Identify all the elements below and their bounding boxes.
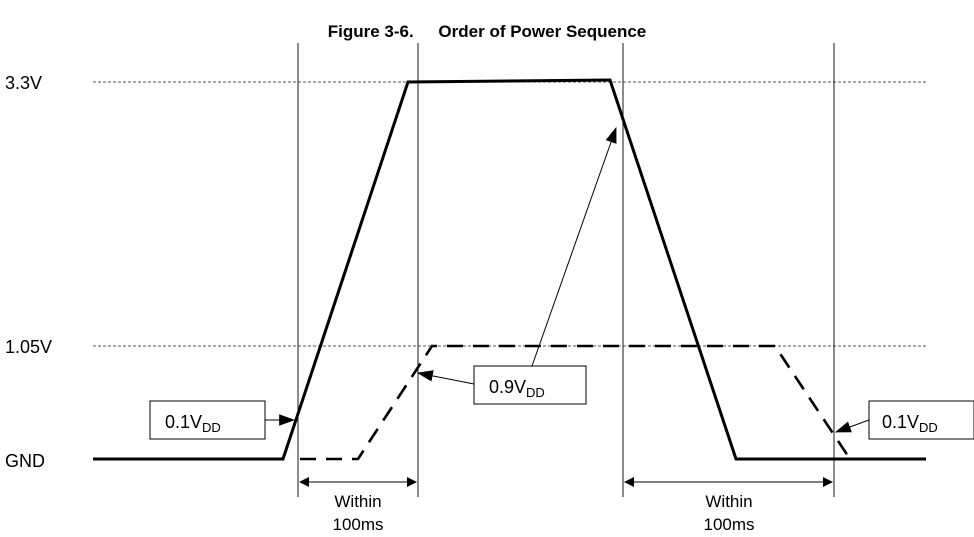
- callout-text-right: 0.1VDD: [882, 412, 938, 435]
- level-label-3v3: 3.3V: [5, 73, 42, 93]
- callout-arrow-middle-up: [531, 126, 617, 367]
- dimension-label-right-line2: 100ms: [703, 515, 754, 534]
- callout-main-left: 0.1V: [165, 412, 202, 432]
- waveform-3v3: [93, 78, 926, 461]
- dimension-label-left-line2: 100ms: [332, 515, 383, 534]
- figure-number: Figure 3-6.: [328, 22, 414, 41]
- waveform-1v05: [300, 344, 926, 461]
- callout-text-left: 0.1VDD: [165, 412, 221, 435]
- callout-sub-left: DD: [202, 420, 221, 435]
- callout-main-middle: 0.9V: [489, 377, 526, 397]
- level-label-1v05: 1.05V: [5, 337, 52, 357]
- callout-main-right: 0.1V: [882, 412, 919, 432]
- figure-name: Order of Power Sequence: [438, 22, 646, 41]
- figure-title: Figure 3-6. Order of Power Sequence: [328, 22, 647, 41]
- callout-box-right: [868, 400, 974, 440]
- callout-text-middle: 0.9VDD: [489, 377, 545, 400]
- callout-box-left: [149, 400, 266, 440]
- callout-arrow-middle-left: [416, 370, 475, 385]
- level-label-gnd: GND: [5, 451, 45, 471]
- callout-box-middle: [473, 365, 587, 405]
- callout-sub-middle: DD: [526, 385, 545, 400]
- dimension-label-right-line1: Within: [705, 492, 752, 511]
- callout-sub-right: DD: [919, 420, 938, 435]
- callout-arrow-right: [834, 419, 870, 433]
- dimension-label-left-line1: Within: [334, 492, 381, 511]
